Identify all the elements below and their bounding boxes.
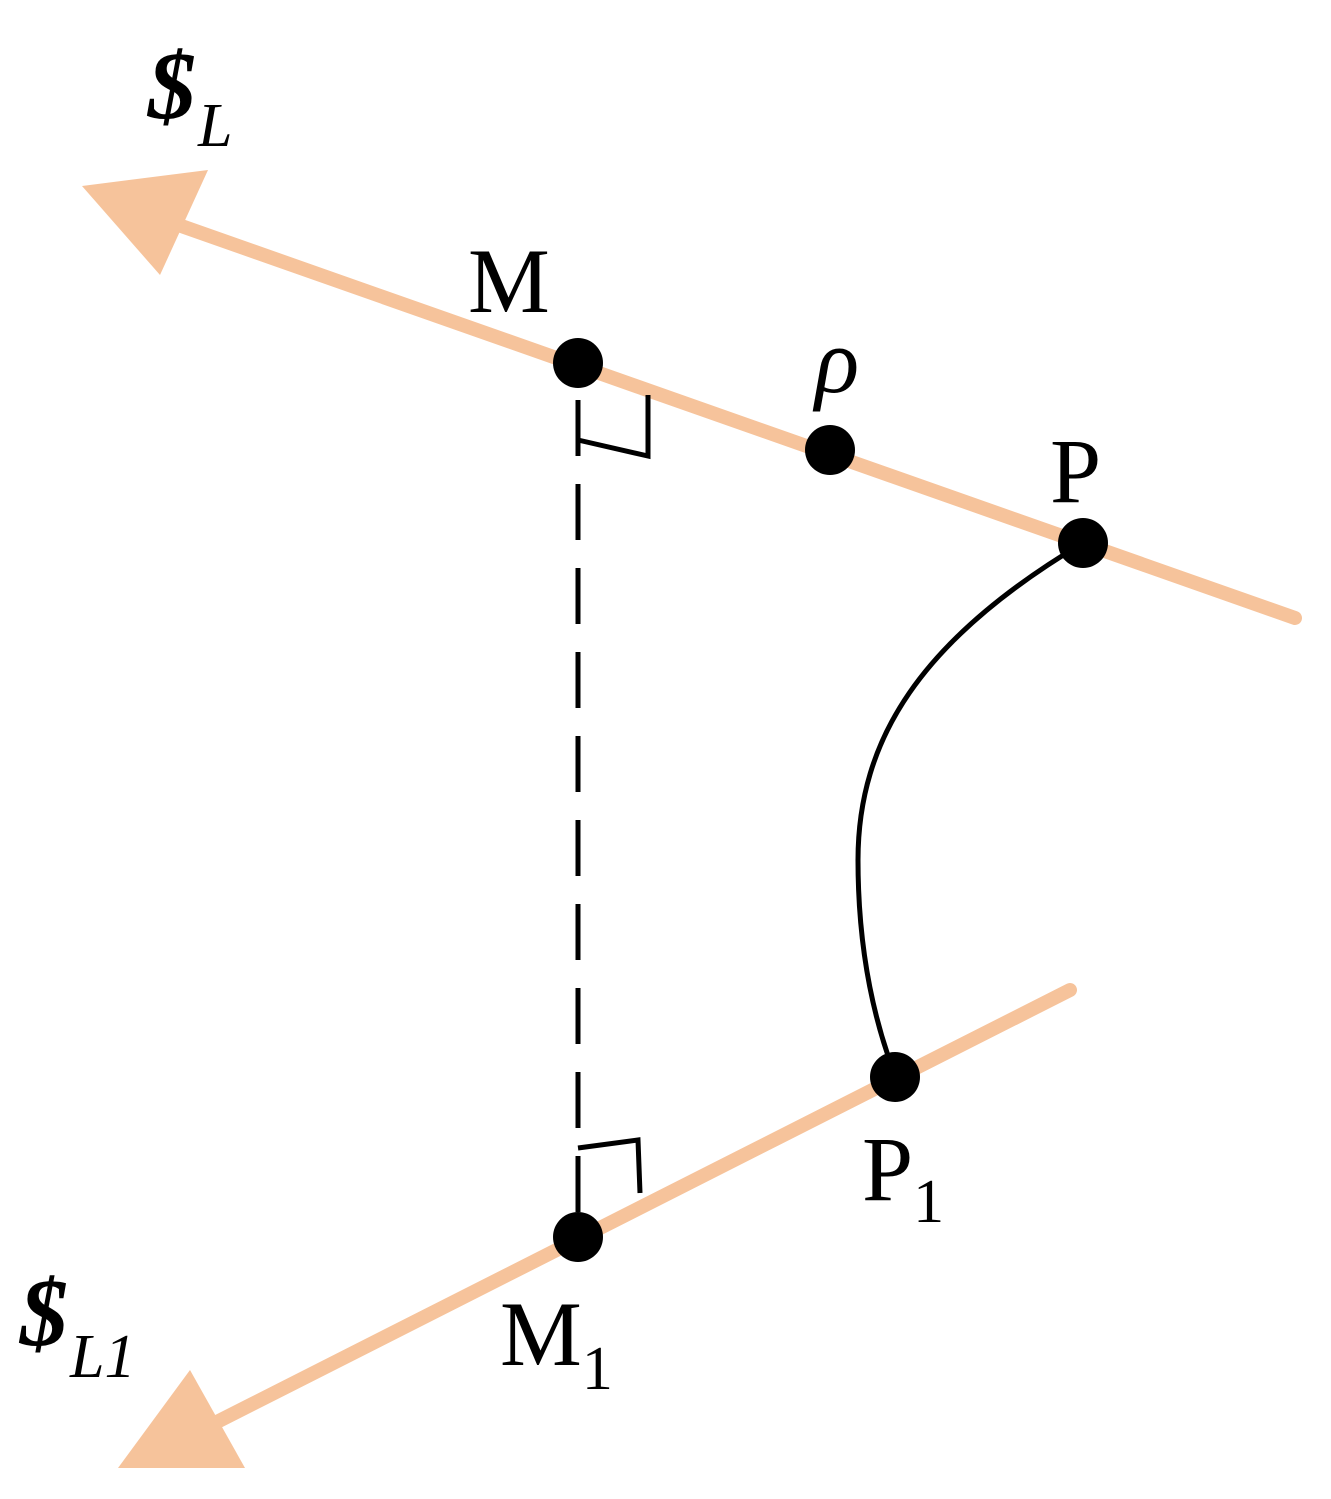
screw-axis-L-line [163,215,1302,625]
label-point-M1: M1 [500,1283,613,1403]
point-P-dot [1058,518,1108,568]
curve-P-to-P1 [855,540,1085,1076]
right-angle-marker-M1 [577,1137,643,1194]
point-P1-dot [870,1052,920,1102]
screw-axis-L1-line [198,983,1077,1435]
label-rho: ρ [812,310,859,412]
label-screw-L1: $L1 [18,1259,135,1391]
point-M1-dot [553,1212,603,1262]
label-screw-L: $L [146,32,232,160]
right-angle-marker-M [577,395,651,460]
label-point-P1: P1 [862,1118,944,1236]
label-point-P: P [1050,420,1101,522]
point-M-dot [553,338,603,388]
screw-axis-L-arrowhead [82,170,208,275]
label-point-M: M [468,230,550,332]
screw-axis-L1-arrowhead [118,1370,245,1468]
point-rho-dot [805,425,855,475]
